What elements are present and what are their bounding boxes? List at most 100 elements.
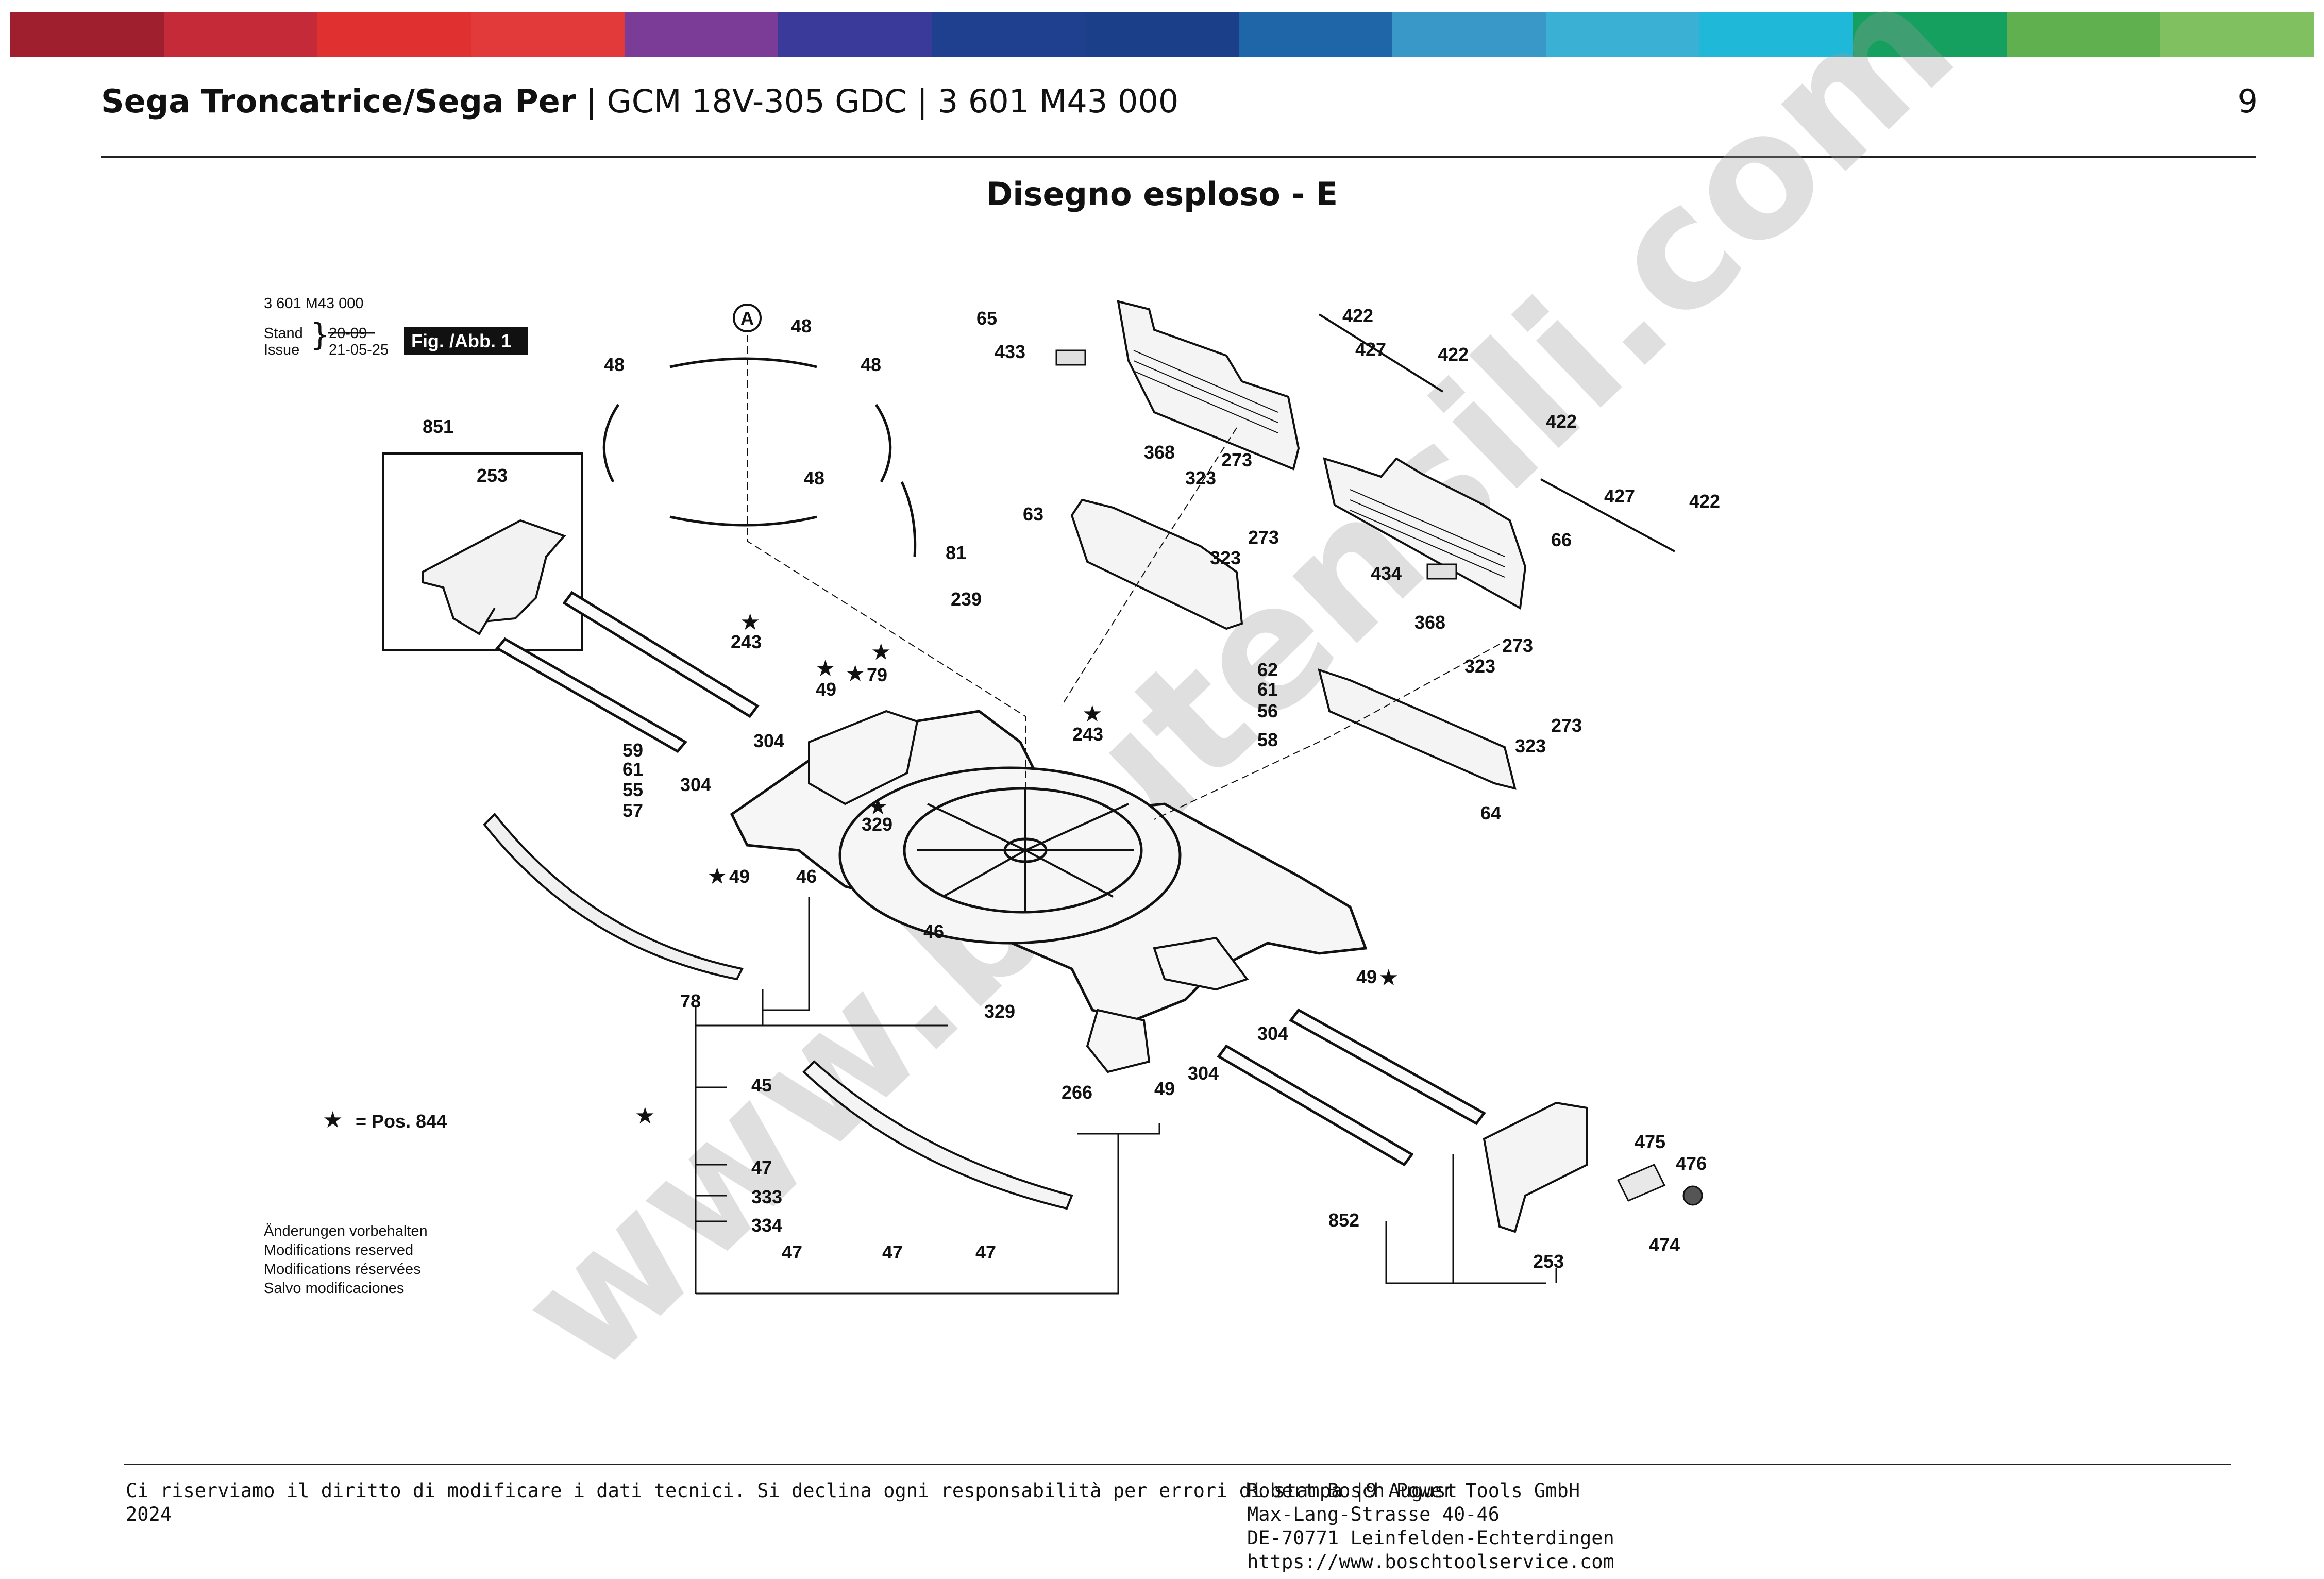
- svg-text:253: 253: [1533, 1251, 1564, 1272]
- star-icon-group: ★ ★ ★ ★ ★ ★ ★ ★ ★ ★: [323, 609, 1399, 1133]
- footer-company-address: Robert Bosch Power Tools GmbH Max-Lang-S…: [1247, 1479, 1614, 1574]
- svg-text:48: 48: [861, 354, 881, 375]
- footer-disclaimer: Ci riserviamo il diritto di modificare i…: [126, 1479, 1457, 1526]
- svg-text:253: 253: [477, 465, 508, 486]
- assembly-box-851: [382, 452, 583, 651]
- svg-text:333: 333: [751, 1186, 782, 1207]
- svg-text:427: 427: [1604, 485, 1635, 507]
- dashed-guide-lines: [747, 335, 1500, 855]
- issue-value: 21-05-25: [329, 342, 389, 358]
- modifications-de: Änderungen vorbehalten: [264, 1223, 428, 1239]
- svg-text:46: 46: [923, 921, 944, 942]
- svg-text:81: 81: [946, 542, 966, 563]
- fence-rods: [1318, 313, 1675, 552]
- svg-text:304: 304: [680, 774, 711, 795]
- star-icon: ★: [707, 863, 727, 889]
- color-band-segment: [932, 12, 1085, 57]
- document-title: Sega Troncatrice/Sega Per | GCM 18V-305 …: [101, 82, 1178, 120]
- svg-text:48: 48: [804, 467, 824, 489]
- color-band-segment: [2007, 12, 2160, 57]
- svg-text:49: 49: [1154, 1078, 1175, 1099]
- svg-text:368: 368: [1414, 612, 1445, 633]
- svg-text:474: 474: [1649, 1234, 1680, 1255]
- color-band-segment: [1546, 12, 1699, 57]
- color-band-segment: [164, 12, 317, 57]
- color-band-segment: [1392, 12, 1546, 57]
- svg-text:56: 56: [1257, 700, 1278, 721]
- color-band-segment: [1699, 12, 1853, 57]
- fig-label: Fig. /Abb. 1: [411, 330, 511, 351]
- svg-text:304: 304: [753, 730, 784, 751]
- document-title-bold: Sega Troncatrice/Sega Per: [101, 82, 576, 120]
- footer-disclaimer-line: 2024: [126, 1503, 172, 1525]
- svg-text:323: 323: [1464, 656, 1495, 677]
- svg-text:304: 304: [1257, 1023, 1288, 1044]
- svg-text:55: 55: [622, 779, 643, 800]
- fig-label-box: [404, 327, 528, 355]
- label-434: [1426, 563, 1457, 580]
- svg-text:59: 59: [622, 740, 643, 761]
- svg-text:49: 49: [1356, 966, 1377, 987]
- svg-text:65: 65: [976, 308, 997, 329]
- svg-text:62: 62: [1257, 659, 1278, 680]
- svg-text:273: 273: [1221, 449, 1252, 471]
- svg-text:57: 57: [622, 800, 643, 821]
- star-icon: ★: [845, 661, 865, 687]
- svg-text:49: 49: [816, 679, 836, 700]
- svg-text:61: 61: [622, 759, 643, 780]
- guide-rods: [495, 591, 1486, 1167]
- svg-text:48: 48: [791, 315, 812, 337]
- svg-text:476: 476: [1676, 1153, 1707, 1174]
- svg-text:433: 433: [995, 341, 1025, 362]
- color-band-segment: [1853, 12, 2007, 57]
- svg-text:273: 273: [1502, 635, 1533, 656]
- svg-text:323: 323: [1210, 547, 1241, 568]
- svg-text:422: 422: [1438, 344, 1469, 365]
- star-icon: ★: [1378, 965, 1399, 991]
- footer-disclaimer-line: Ci riserviamo il diritto di modificare i…: [126, 1480, 1458, 1502]
- modifications-fr: Modifications réservées: [264, 1261, 421, 1278]
- svg-text:273: 273: [1551, 715, 1582, 736]
- svg-text:427: 427: [1355, 339, 1386, 360]
- modifications-en: Modifications reserved: [264, 1242, 413, 1258]
- svg-text:304: 304: [1188, 1063, 1219, 1084]
- detail-marker-circle: [733, 304, 762, 332]
- fence-parts: [1070, 300, 1527, 790]
- detail-marker-label: A: [740, 308, 754, 329]
- svg-text:47: 47: [751, 1157, 772, 1178]
- table-extensions: [808, 710, 1249, 1073]
- svg-text:323: 323: [1515, 735, 1546, 757]
- svg-text:422: 422: [1342, 305, 1373, 326]
- callout-numbers: 851 253 48 48 48 48 81 239 243 49 79 304…: [423, 305, 1720, 1272]
- issue-label: Issue: [264, 342, 299, 358]
- rear-bracket-part: [422, 519, 566, 635]
- svg-text:47: 47: [882, 1241, 903, 1263]
- color-band-segment: [778, 12, 932, 57]
- svg-text:851: 851: [423, 416, 453, 437]
- star-icon: ★: [871, 639, 891, 665]
- bevel-scale: [483, 812, 744, 981]
- front-bracket-part: [1483, 1101, 1588, 1233]
- svg-text:323: 323: [1185, 467, 1216, 489]
- company-name: Robert Bosch Power Tools GmbH: [1247, 1480, 1580, 1502]
- kerf-plate: [802, 1060, 1073, 1210]
- star-icon: ★: [1082, 701, 1102, 727]
- color-band-segment: [2160, 12, 2314, 57]
- company-website-link[interactable]: https://www.boschtoolservice.com: [1247, 1551, 1614, 1573]
- svg-text:243: 243: [1072, 724, 1103, 745]
- svg-text:79: 79: [867, 664, 887, 685]
- svg-text:63: 63: [1023, 503, 1043, 525]
- svg-text:422: 422: [1689, 491, 1720, 512]
- svg-text:334: 334: [751, 1215, 782, 1236]
- svg-text:243: 243: [731, 631, 762, 652]
- svg-text:273: 273: [1248, 527, 1279, 548]
- svg-text:47: 47: [975, 1241, 996, 1263]
- page-number: 9: [2237, 82, 2258, 120]
- svg-text:266: 266: [1062, 1082, 1092, 1103]
- color-band-segment: [1085, 12, 1239, 57]
- stand-label: Stand: [264, 325, 303, 342]
- star-icon: ★: [635, 1103, 655, 1129]
- star-icon: ★: [740, 609, 760, 635]
- header-rule: [101, 156, 2256, 158]
